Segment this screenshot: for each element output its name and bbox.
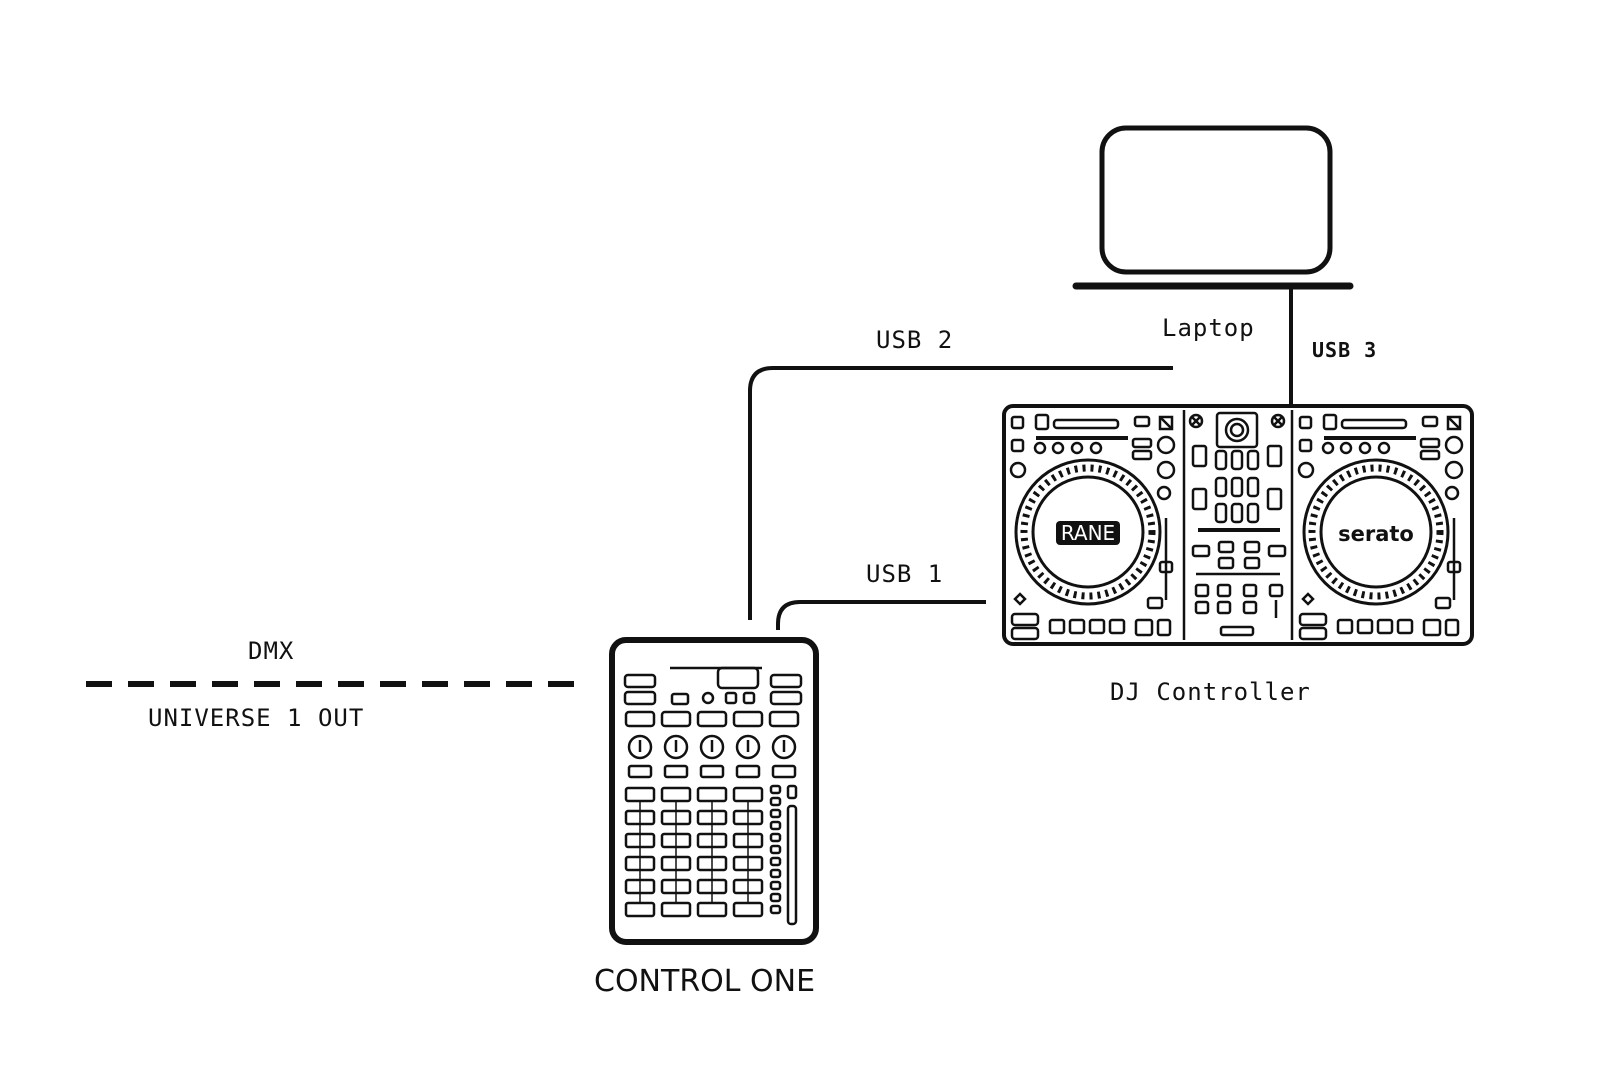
usb2-cable xyxy=(748,366,1173,620)
control-one-icon xyxy=(609,637,819,945)
usb1-cable xyxy=(776,600,986,630)
rane-logo: RANE xyxy=(1061,521,1115,545)
universe-out-label: UNIVERSE 1 OUT xyxy=(148,704,365,732)
control-one-pads xyxy=(624,786,764,918)
right-deck xyxy=(1297,413,1464,641)
dmx-label: DMX xyxy=(248,637,295,665)
laptop-icon xyxy=(1072,125,1354,290)
laptop-label: Laptop xyxy=(1162,314,1255,342)
usb1-label: USB 1 xyxy=(866,560,944,588)
usb3-label: USB 3 xyxy=(1312,338,1378,362)
control-one-label: CONTROL ONE xyxy=(594,964,816,999)
left-deck xyxy=(1009,413,1176,641)
mixer-section xyxy=(1188,411,1287,637)
usb2-label: USB 2 xyxy=(876,326,954,354)
dj-controller-label: DJ Controller xyxy=(1110,678,1311,706)
control-one-meter xyxy=(769,784,798,926)
serato-logo: serato xyxy=(1338,522,1414,546)
control-one-knobs xyxy=(627,734,797,760)
dj-controller-icon: RANE serato xyxy=(1002,404,1474,646)
